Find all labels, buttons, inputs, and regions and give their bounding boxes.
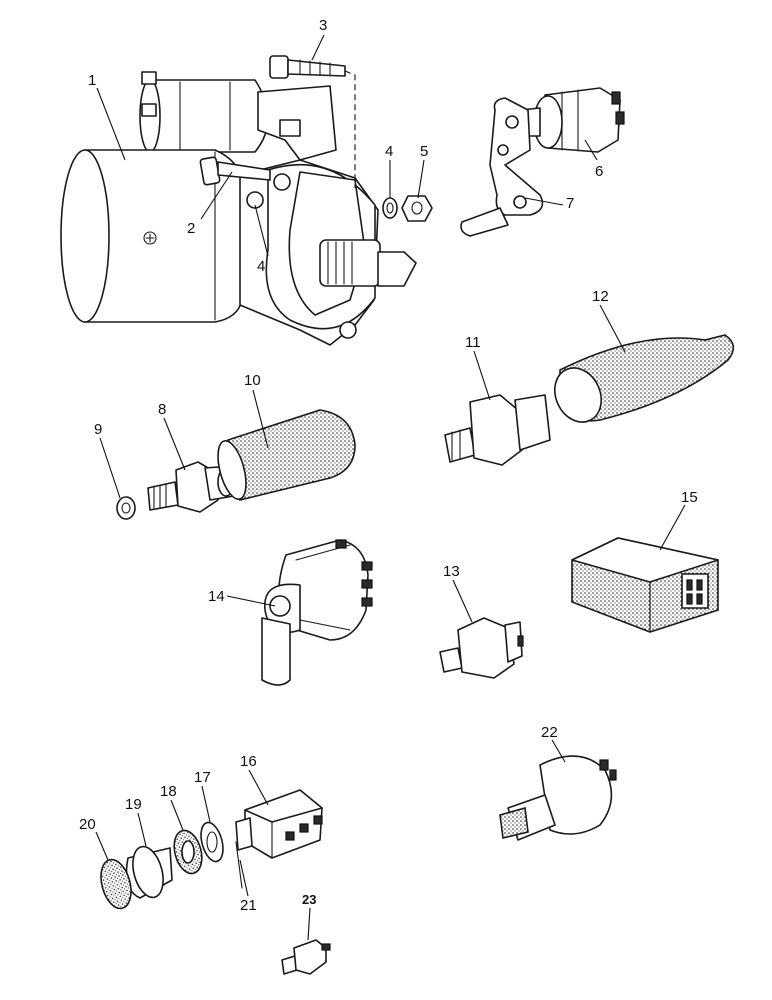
bezel-19 <box>125 845 173 899</box>
callout-12: 12 <box>592 288 609 305</box>
leader-lines <box>95 34 686 941</box>
cap-20 <box>100 858 132 910</box>
switch-11 <box>444 394 551 466</box>
bolt-3 <box>269 55 346 79</box>
callout-4b: 4 <box>257 258 265 275</box>
callout-22: 22 <box>541 724 558 741</box>
lever-switch-14 <box>261 539 373 686</box>
callout-20: 20 <box>79 816 96 833</box>
callout-17: 17 <box>194 769 211 786</box>
ring-17 <box>200 821 224 863</box>
nut-18 <box>173 829 203 875</box>
switch-22 <box>499 755 617 841</box>
sealing-washer-9 <box>116 496 136 520</box>
callouts: 1 2 3 4 4 5 6 7 8 9 10 11 12 13 14 15 16… <box>79 17 698 914</box>
switch-bracket <box>460 97 544 237</box>
callout-9: 9 <box>94 421 102 438</box>
push-switch-16 <box>235 789 323 859</box>
callout-7: 7 <box>566 195 574 212</box>
callout-14: 14 <box>208 588 225 605</box>
callout-18: 18 <box>160 783 177 800</box>
callout-3: 3 <box>319 17 327 34</box>
callout-15: 15 <box>681 489 698 506</box>
callout-6: 6 <box>595 163 603 180</box>
ignition-switch <box>519 87 625 153</box>
pressure-switch-13 <box>439 617 524 679</box>
rubber-boot-12 <box>554 334 735 423</box>
relay-unit-15 <box>571 537 719 633</box>
bolt-2 <box>199 156 271 186</box>
wire-21 <box>235 841 243 889</box>
callout-19: 19 <box>125 796 142 813</box>
callout-4a: 4 <box>385 143 393 160</box>
callout-5: 5 <box>420 143 428 160</box>
callout-13: 13 <box>443 563 460 580</box>
callout-10: 10 <box>244 372 261 389</box>
callout-11: 11 <box>465 334 481 351</box>
sender-23 <box>281 939 331 975</box>
nut-5 <box>401 195 433 222</box>
callout-8: 8 <box>158 401 166 418</box>
washer-4 <box>382 197 398 219</box>
callout-16: 16 <box>240 753 257 770</box>
rubber-boot-10 <box>217 409 356 501</box>
callout-1: 1 <box>88 72 96 89</box>
callout-23: 23 <box>302 892 316 907</box>
callout-2: 2 <box>187 220 195 237</box>
starter-motor <box>60 71 417 346</box>
callout-21: 21 <box>240 897 257 914</box>
